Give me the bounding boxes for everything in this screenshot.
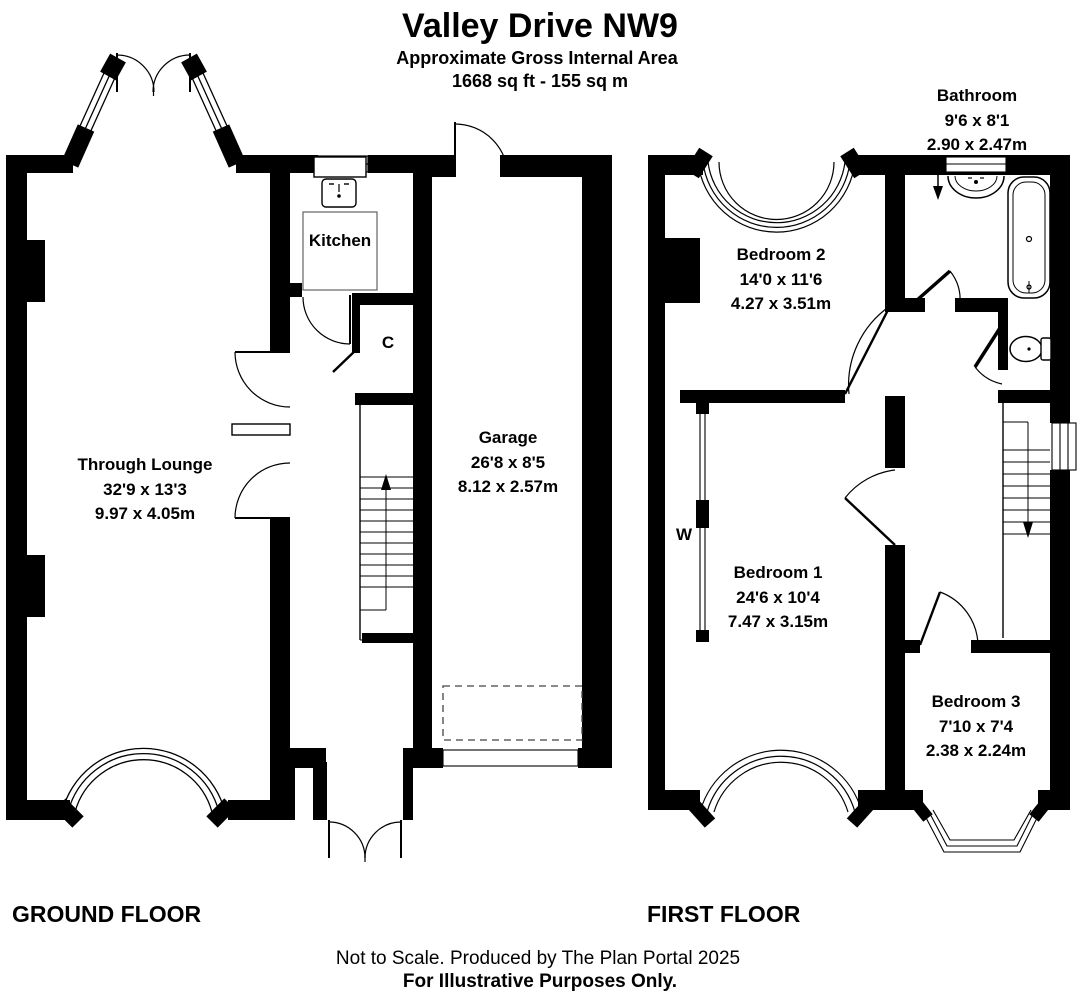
bedroom3-door-arc xyxy=(918,591,979,646)
room-dims-m: 7.47 x 3.15m xyxy=(727,612,829,632)
room-name: Bedroom 2 xyxy=(736,245,826,264)
stairs-up-icon xyxy=(359,405,413,641)
bathroom-window-icon xyxy=(945,156,1007,173)
room-name: Bathroom xyxy=(936,86,1018,105)
kitchen-counter xyxy=(302,211,378,291)
stairs-down-icon xyxy=(1002,403,1050,638)
room-label-kitchen: Kitchen xyxy=(308,231,372,250)
garage-side-door-arc xyxy=(454,122,509,178)
lounge-door-arcs xyxy=(231,351,291,519)
room-dims-m: 4.27 x 3.51m xyxy=(730,294,832,314)
front-entrance-doors-icon xyxy=(328,820,402,862)
footer-disclaimer: Not to Scale. Produced by The Plan Porta… xyxy=(335,948,741,969)
room-label-bedroom3: Bedroom 3 7'10 x 7'4 2.38 x 2.24m xyxy=(926,690,1026,764)
french-doors-icon xyxy=(116,53,191,96)
ground-walls xyxy=(6,155,612,820)
bedroom1-door-arc xyxy=(844,469,896,546)
toilet-icon xyxy=(1009,335,1052,363)
footer-illustrative: For Illustrative Purposes Only. xyxy=(402,971,678,992)
wc-door-arc xyxy=(973,327,1003,385)
room-name: Bedroom 3 xyxy=(931,692,1021,711)
kitchen-door-arc xyxy=(302,295,351,345)
bedroom3-bay-window xyxy=(911,799,1051,853)
room-name: Garage xyxy=(478,428,538,447)
room-dims-ft: 9'6 x 8'1 xyxy=(944,110,1010,130)
garage-dashed-area xyxy=(442,685,583,741)
gross-area: 1668 sq ft - 155 sq m xyxy=(451,71,629,91)
bedroom2-door-arc xyxy=(843,305,892,395)
garage-door xyxy=(442,749,579,767)
room-dims-m: 9.97 x 4.05m xyxy=(94,504,196,524)
bedroom2-bay-window xyxy=(685,147,868,233)
room-dims-ft: 14'0 x 11'6 xyxy=(739,269,823,289)
room-dims-m: 8.12 x 2.57m xyxy=(457,477,559,497)
room-label-bathroom: Bathroom 9'6 x 8'1 2.90 x 2.47m xyxy=(927,84,1027,158)
bathroom-entry-arrow-icon xyxy=(933,162,943,200)
room-label-garage: Garage 26'8 x 8'5 8.12 x 2.57m xyxy=(458,426,558,500)
ground-floor-label: GROUND FLOOR xyxy=(12,901,202,927)
ground-floor-plan xyxy=(6,53,612,862)
room-dims-m: 2.38 x 2.24m xyxy=(925,741,1027,761)
room-name: Bedroom 1 xyxy=(733,563,823,582)
page-title: Valley Drive NW9 xyxy=(402,7,678,45)
room-dims-m: 2.90 x 2.47m xyxy=(926,135,1028,155)
bathtub-icon xyxy=(1007,176,1051,299)
room-label-cupboard: C xyxy=(381,333,395,352)
room-label-bedroom2: Bedroom 2 14'0 x 11'6 4.27 x 3.51m xyxy=(731,243,831,317)
first-floor-plan xyxy=(648,147,1077,853)
lounge-rear-bay-window xyxy=(54,747,236,828)
room-dims-ft: 7'10 x 7'4 xyxy=(938,716,1014,736)
first-floor-label: FIRST FLOOR xyxy=(647,901,801,927)
room-dims-ft: 26'8 x 8'5 xyxy=(470,452,546,472)
room-label-wardrobe: W xyxy=(675,525,693,544)
cupboard-door xyxy=(332,348,358,373)
lounge-front-bay-window xyxy=(61,53,246,168)
wardrobe-doors xyxy=(699,407,706,633)
bedroom1-bay-window xyxy=(686,749,876,828)
room-dims-ft: 32'9 x 13'3 xyxy=(103,479,187,499)
room-label-through-lounge: Through Lounge 32'9 x 13'3 9.97 x 4.05m xyxy=(77,453,212,527)
room-name: Through Lounge xyxy=(77,455,213,474)
room-dims-ft: 24'6 x 10'4 xyxy=(736,587,820,607)
bathroom-sink-icon xyxy=(947,175,1005,199)
subtitle: Approximate Gross Internal Area xyxy=(396,48,678,68)
kitchen-sink-icon xyxy=(313,156,367,208)
landing-window-icon xyxy=(1051,422,1077,471)
bathroom-door-arc xyxy=(914,269,961,304)
first-walls xyxy=(648,155,1070,810)
room-label-bedroom1: Bedroom 1 24'6 x 10'4 7.47 x 3.15m xyxy=(728,561,828,635)
